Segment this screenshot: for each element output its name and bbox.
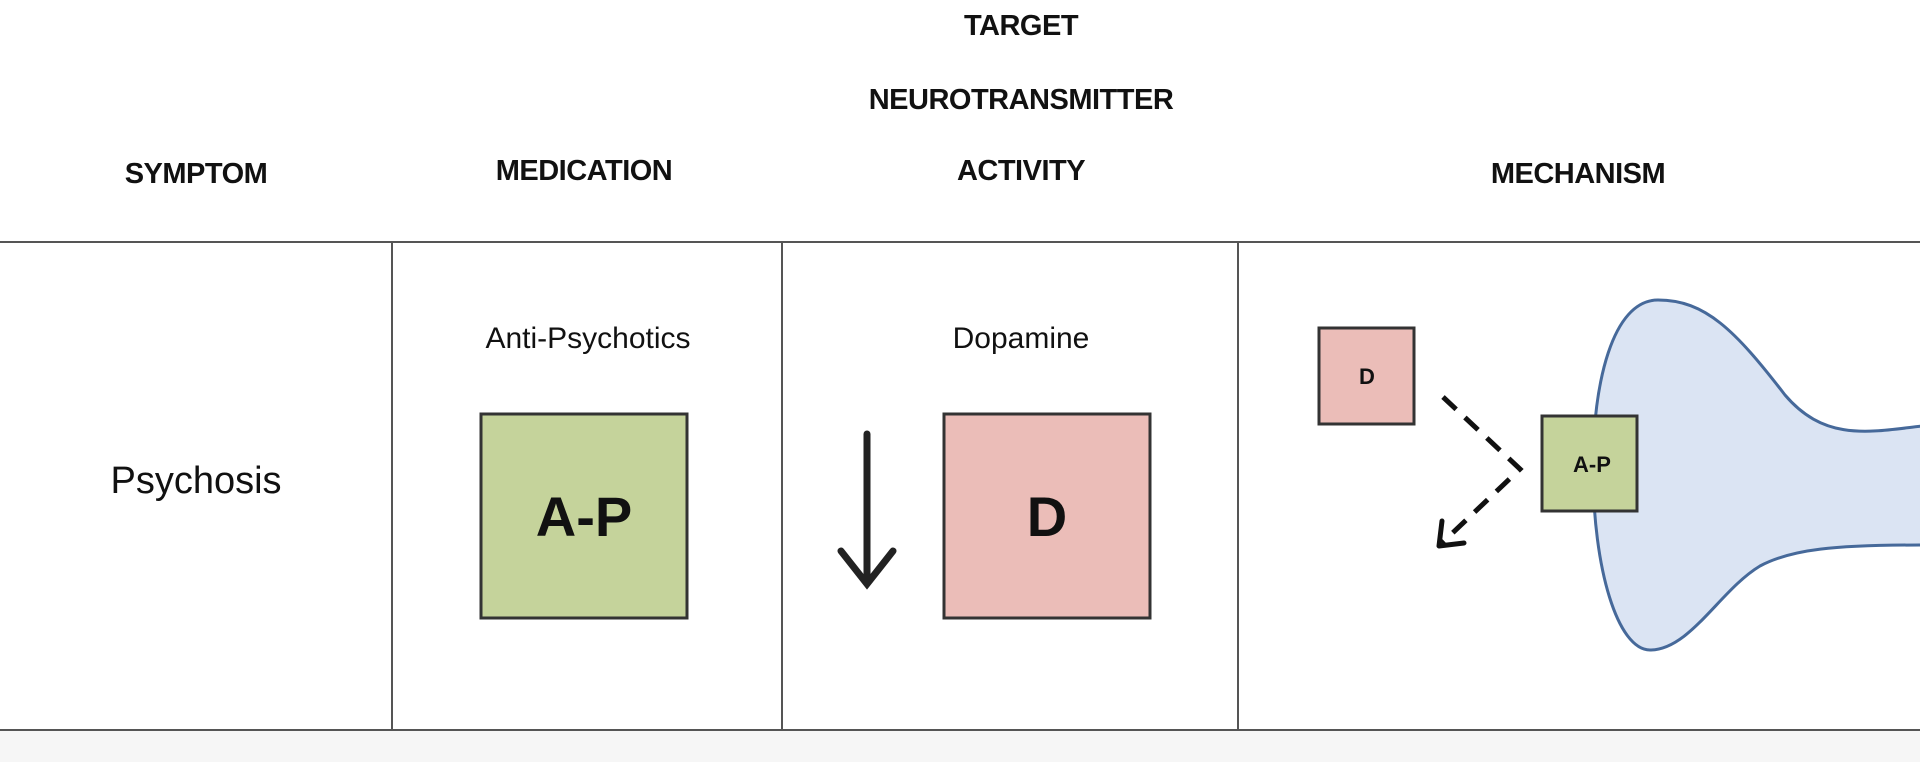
dopamine-box-label: D — [1027, 485, 1067, 548]
header-neurotransmitter: NEUROTRANSMITTER — [868, 84, 1174, 116]
header-medication: MEDICATION — [495, 155, 673, 187]
medication-box-label: A-P — [536, 485, 632, 548]
ligand-d-label: D — [1359, 364, 1375, 389]
arrow-down-icon — [837, 430, 897, 590]
neuron-terminal — [1591, 298, 1920, 652]
header-target: TARGET — [963, 10, 1079, 42]
header-activity: ACTIVITY — [956, 155, 1086, 187]
blocker-ap-box: A-P — [1540, 414, 1639, 513]
dashed-deflect-arrow-icon — [1436, 395, 1524, 549]
dopamine-box: D — [942, 412, 1152, 620]
medication-name: Anti-Psychotics — [485, 322, 691, 355]
footer-band — [0, 731, 1920, 762]
symptom-value: Psychosis — [110, 460, 282, 502]
header-mechanism: MECHANISM — [1490, 158, 1666, 190]
neurotransmitter-name: Dopamine — [952, 322, 1090, 355]
medication-box: A-P — [479, 412, 689, 620]
header-symptom: SYMPTOM — [124, 158, 268, 190]
ligand-d-box: D — [1317, 326, 1416, 426]
blocker-ap-label: A-P — [1573, 452, 1611, 477]
table-grid — [0, 241, 1920, 731]
